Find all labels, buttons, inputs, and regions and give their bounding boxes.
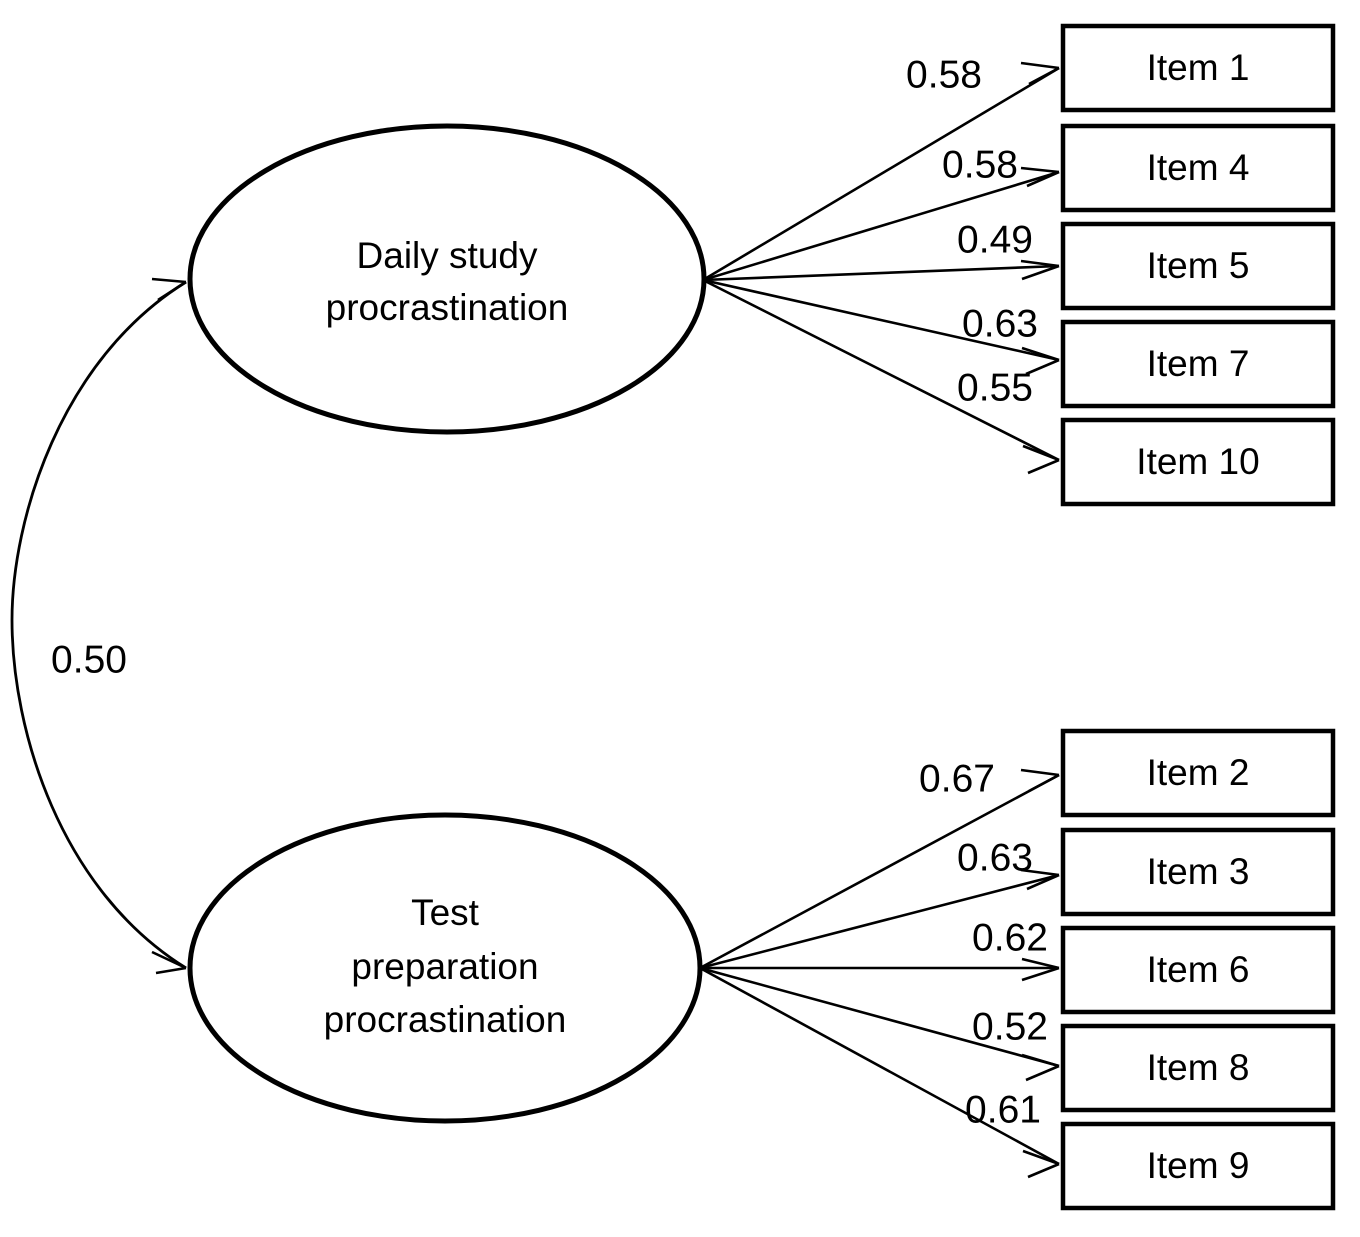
loading-value-top-2: 0.58 [942,143,1018,186]
indicator-item-7[interactable]: Item 7 [1060,319,1336,409]
indicator-item-9[interactable]: Item 9 [1060,1121,1336,1211]
factor-test-preparation-label-line3: procrastination [324,999,567,1040]
indicator-label-1: Item 1 [1147,47,1250,88]
loading-arrowhead-top-2 [1020,166,1060,188]
indicator-box-5[interactable] [1060,221,1336,311]
factor-daily-study-label-line1: Daily study [357,235,538,276]
factor-test-preparation[interactable]: Test preparation procrastination [187,812,703,1124]
loading-arrowhead-top-1 [1020,61,1060,86]
indicator-label-8: Item 8 [1147,1047,1250,1088]
loading-value-top-1: 0.58 [906,53,982,96]
loading-value-bottom-5: 0.61 [965,1088,1041,1131]
loading-arrowhead-bottom-1 [1020,768,1060,793]
loading-arrowhead-top-5 [1022,444,1060,475]
loading-arrowhead-bottom-5 [1022,1149,1060,1179]
indicator-box-9[interactable] [1060,1121,1336,1211]
factor-test-preparation-label-line1: Test [411,892,480,933]
loading-path-top-1 [702,66,1060,282]
loading-path-bottom-4 [699,966,1060,1068]
indicator-label-9: Item 9 [1147,1145,1250,1186]
factor-daily-study-label-line2: procrastination [326,287,569,328]
indicator-item-4[interactable]: Item 4 [1060,123,1336,213]
loading-path-top-2 [702,170,1060,282]
loading-path-bottom-1 [699,773,1060,970]
correlation-value: 0.50 [51,638,127,681]
loading-value-bottom-3: 0.62 [972,916,1048,959]
loading-path-bottom-5 [699,966,1060,1166]
correlation-arrowhead-bottom [151,950,187,975]
loading-value-top-4: 0.63 [962,302,1038,345]
indicator-boxes-top: Item 1 Item 4 Item 5 Item 7 Item 10 [1060,23,1336,507]
loading-value-bottom-1: 0.67 [919,757,995,800]
loading-paths-bottom: 0.67 0.63 0.62 0.52 0.61 [699,757,1060,1179]
loading-arrowhead-top-3 [1020,259,1060,281]
indicator-box-10[interactable] [1060,417,1336,507]
indicator-boxes-bottom: Item 2 Item 3 Item 6 Item 8 Item 9 [1060,728,1336,1211]
indicator-label-7: Item 7 [1147,343,1250,384]
indicator-box-2[interactable] [1060,728,1336,818]
indicator-label-5: Item 5 [1147,245,1250,286]
indicator-label-2: Item 2 [1147,752,1250,793]
indicator-item-6[interactable]: Item 6 [1060,925,1336,1015]
loading-path-bottom-2 [699,873,1060,970]
loading-arrowhead-bottom-3 [1021,957,1060,982]
factor-daily-study-ellipse[interactable] [187,123,707,435]
indicator-box-4[interactable] [1060,123,1336,213]
loading-path-top-4 [702,278,1060,362]
indicator-box-1[interactable] [1060,23,1336,113]
indicator-box-7[interactable] [1060,319,1336,409]
loading-value-top-3: 0.49 [957,218,1033,261]
indicator-label-10: Item 10 [1136,441,1259,482]
loading-arrowhead-bottom-4 [1021,1053,1060,1082]
loading-path-top-3 [702,264,1060,282]
factor-test-preparation-label-line2: preparation [351,946,538,987]
indicator-box-6[interactable] [1060,925,1336,1015]
loading-arrowhead-top-4 [1021,346,1060,376]
loading-value-bottom-4: 0.52 [972,1005,1048,1048]
indicator-item-10[interactable]: Item 10 [1060,417,1336,507]
indicator-item-8[interactable]: Item 8 [1060,1023,1336,1113]
loading-arrowhead-bottom-2 [1020,868,1060,891]
loading-value-top-5: 0.55 [957,366,1033,409]
indicator-box-3[interactable] [1060,827,1336,917]
loading-value-bottom-2: 0.63 [957,836,1033,879]
correlation-curve [10,280,187,970]
indicator-label-4: Item 4 [1147,147,1250,188]
indicator-item-1[interactable]: Item 1 [1060,23,1336,113]
indicator-item-3[interactable]: Item 3 [1060,827,1336,917]
indicator-label-6: Item 6 [1147,949,1250,990]
correlation-arrowhead-top [151,277,187,302]
loading-paths-top: 0.58 0.58 0.49 0.63 0.55 [702,53,1060,475]
indicator-item-2[interactable]: Item 2 [1060,728,1336,818]
indicator-label-3: Item 3 [1147,851,1250,892]
indicator-item-5[interactable]: Item 5 [1060,221,1336,311]
factor-correlation-arrow: 0.50 [10,277,187,975]
loading-path-top-5 [702,278,1060,462]
indicator-box-8[interactable] [1060,1023,1336,1113]
factor-daily-study[interactable]: Daily study procrastination [187,123,707,435]
